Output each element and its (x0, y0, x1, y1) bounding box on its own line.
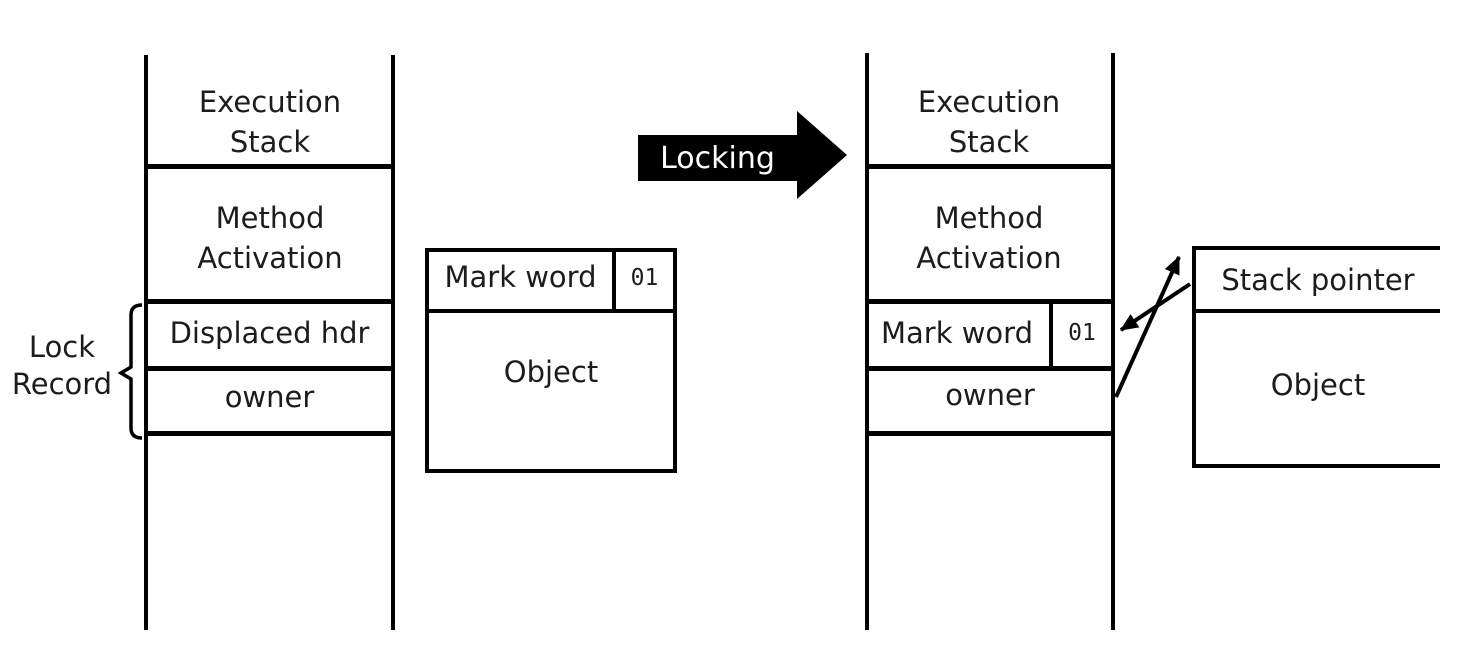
right-stack-owner: owner (945, 378, 1035, 412)
right-stack-divider-method (865, 299, 1115, 304)
right-stack-tag-divider (1049, 299, 1053, 366)
right-stack-right-wall (1111, 53, 1115, 630)
right-object-label: Object (1270, 368, 1366, 402)
owner-to-object-arrow (1114, 255, 1181, 398)
left-object-header-divider (425, 309, 677, 313)
right-stack-left-wall (865, 53, 869, 630)
left-stack-divider-method (144, 299, 395, 304)
right-stack-method-activation: Method Activation (916, 201, 1062, 275)
left-stack-title: Execution Stack (198, 85, 342, 159)
left-stack-divider-owner (144, 431, 395, 436)
right-object-bottom-border (1192, 464, 1440, 468)
left-object-label: Object (503, 355, 599, 389)
right-stack-title: Execution Stack (917, 85, 1061, 159)
right-object-left-border (1192, 246, 1196, 468)
left-stack-left-wall (144, 55, 148, 630)
right-stack-tag-bits: 01 (1068, 320, 1096, 346)
right-stack-divider-title (865, 164, 1115, 169)
left-object-tag-divider (612, 248, 616, 313)
right-stack-mark-word: Mark word (880, 316, 1033, 350)
lock-record-brace (117, 303, 143, 440)
left-stack-displaced-hdr: Displaced hdr (169, 316, 370, 350)
right-stack-divider-owner (865, 431, 1115, 436)
left-object-top-border (425, 248, 677, 252)
left-object-bottom-border (425, 469, 677, 473)
left-stack-divider-displaced (144, 366, 395, 371)
right-object-top-border (1192, 246, 1440, 250)
left-stack-owner: owner (224, 380, 315, 414)
left-stack-method-activation: Method Activation (197, 201, 343, 275)
locking-arrow-label: Locking (660, 140, 775, 176)
left-stack-right-wall (391, 55, 395, 630)
right-object-header-divider (1192, 309, 1440, 313)
lock-record-label: Lock Record (11, 330, 113, 401)
left-object-left-border (425, 248, 429, 473)
stack-pointer-to-mark-word-arrow (1119, 282, 1192, 332)
left-stack-divider-title (144, 164, 395, 169)
left-object-tag-bits: 01 (630, 265, 659, 291)
right-object-stack-pointer: Stack pointer (1221, 263, 1415, 297)
right-stack-divider-markword (865, 366, 1115, 371)
left-object-mark-word: Mark word (444, 260, 597, 294)
left-object-right-border (673, 248, 677, 473)
